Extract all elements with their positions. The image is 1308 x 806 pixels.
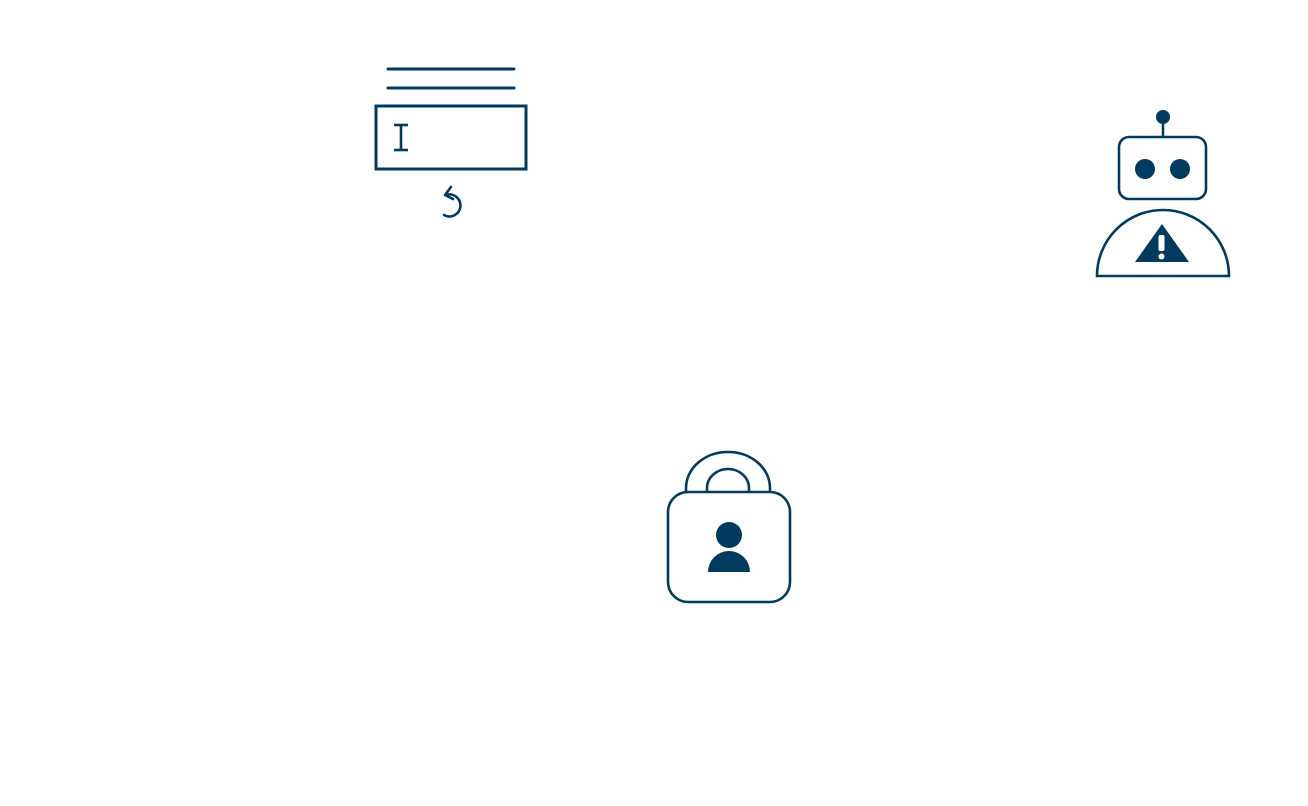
robot-antenna-icon	[1156, 110, 1170, 137]
robot-head-icon	[1117, 135, 1208, 201]
robot-body-icon	[1095, 208, 1231, 278]
undo-arrow-icon	[442, 185, 462, 218]
user-lock-svg	[666, 450, 792, 604]
padlock-body-icon	[666, 490, 792, 604]
form-input-illustration	[370, 60, 535, 225]
form-input-svg	[374, 67, 528, 218]
padlock-shackle-icon	[684, 450, 772, 492]
user-silhouette-icon	[708, 522, 750, 572]
warning-triangle-icon	[1135, 224, 1189, 262]
text-input-field-icon	[374, 104, 528, 171]
text-cursor-icon	[394, 123, 408, 152]
user-lock-illustration	[660, 448, 798, 610]
robot-warning-svg	[1095, 110, 1231, 278]
robot-warning-illustration	[1090, 104, 1235, 282]
robot-eyes-icon	[1135, 159, 1190, 179]
